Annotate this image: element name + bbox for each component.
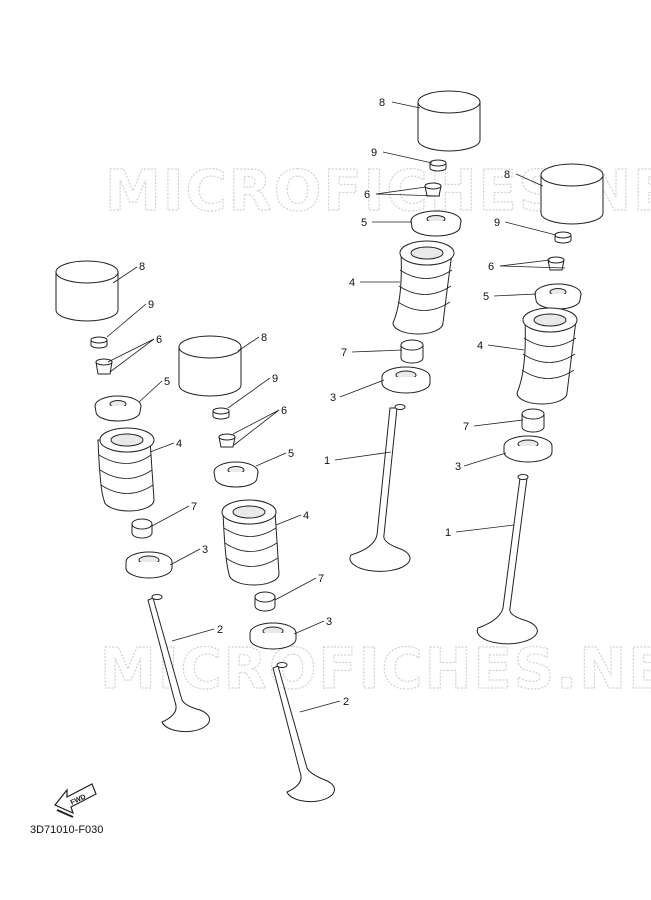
- callout-a4: 4: [176, 438, 182, 450]
- valve-d: [476, 474, 538, 645]
- callout-d5: 5: [483, 291, 489, 303]
- callout-c9: 9: [371, 147, 377, 159]
- seal-b: [254, 591, 276, 612]
- shim-a: [90, 336, 108, 349]
- callout-b3: 3: [326, 616, 332, 628]
- callout-a3: 3: [202, 544, 208, 556]
- valve-b: [272, 662, 335, 803]
- valve-c: [349, 404, 411, 572]
- callout-c1: 1: [324, 455, 330, 467]
- callout-c3: 3: [330, 392, 336, 404]
- callout-a9: 9: [148, 299, 154, 311]
- callout-c4: 4: [349, 277, 355, 289]
- callout-a2: 2: [217, 624, 223, 636]
- callout-b4: 4: [303, 510, 309, 522]
- callout-b5: 5: [288, 448, 294, 460]
- callout-c6: 6: [364, 189, 370, 201]
- shim-b: [212, 407, 230, 420]
- callout-c8: 8: [379, 97, 385, 109]
- retainer-d: [534, 283, 582, 310]
- shim-c: [429, 159, 447, 172]
- callout-d4: 4: [477, 340, 483, 352]
- callout-d9: 9: [494, 217, 500, 229]
- seal-a: [131, 518, 153, 539]
- seat-b: [249, 622, 297, 650]
- cotter-a: [95, 358, 113, 375]
- callout-d6: 6: [488, 261, 494, 273]
- callout-a5: 5: [164, 376, 170, 388]
- seat-c: [381, 366, 431, 394]
- callout-d7: 7: [463, 421, 469, 433]
- spring-d: [516, 307, 578, 405]
- callout-b8: 8: [261, 332, 267, 344]
- callout-d8: 8: [504, 169, 510, 181]
- callout-a8: 8: [139, 261, 145, 273]
- valve-stack-c: [349, 90, 481, 572]
- retainer-b: [213, 461, 259, 488]
- retainer-c: [410, 210, 462, 237]
- callout-b2: 2: [343, 696, 349, 708]
- callout-c7: 7: [341, 347, 347, 359]
- seat-d: [503, 435, 553, 463]
- tappet-d: [540, 163, 604, 225]
- leader-lines: [106, 101, 566, 713]
- callout-a7: 7: [191, 501, 197, 513]
- watermark-bottom: MICROFICHES.NET: [100, 637, 651, 702]
- callout-d1: 1: [445, 527, 451, 539]
- figure-code: 3D71010-F030: [30, 824, 103, 836]
- seat-a: [125, 551, 173, 579]
- callout-b9: 9: [272, 373, 278, 385]
- seal-c: [400, 339, 424, 364]
- spring-b: [221, 499, 280, 586]
- seal-d: [521, 408, 545, 433]
- cotter-c: [424, 182, 442, 197]
- callout-a6: 6: [156, 334, 162, 346]
- shim-d: [554, 231, 572, 244]
- fwd-arrow-icon: FWD: [54, 783, 97, 818]
- valve-stack-b: [178, 335, 335, 803]
- tappet-a: [55, 260, 119, 322]
- valve-stack-a: [55, 260, 210, 733]
- cotter-b: [218, 433, 236, 448]
- callout-b7: 7: [318, 573, 324, 585]
- tappet-c: [417, 90, 481, 152]
- retainer-a: [94, 395, 142, 422]
- spring-a: [97, 427, 155, 512]
- callout-b6: 6: [281, 405, 287, 417]
- valve-stack-d: [476, 163, 604, 645]
- callout-c5: 5: [361, 217, 367, 229]
- callout-numbers: 8 9 6 5 4 7 3 2 8 9 6 5 4 7 3 2 8 9 6 5 …: [139, 97, 510, 708]
- callout-d3: 3: [455, 461, 461, 473]
- valve-a: [147, 594, 210, 733]
- spring-c: [392, 240, 455, 335]
- tappet-b: [178, 335, 242, 397]
